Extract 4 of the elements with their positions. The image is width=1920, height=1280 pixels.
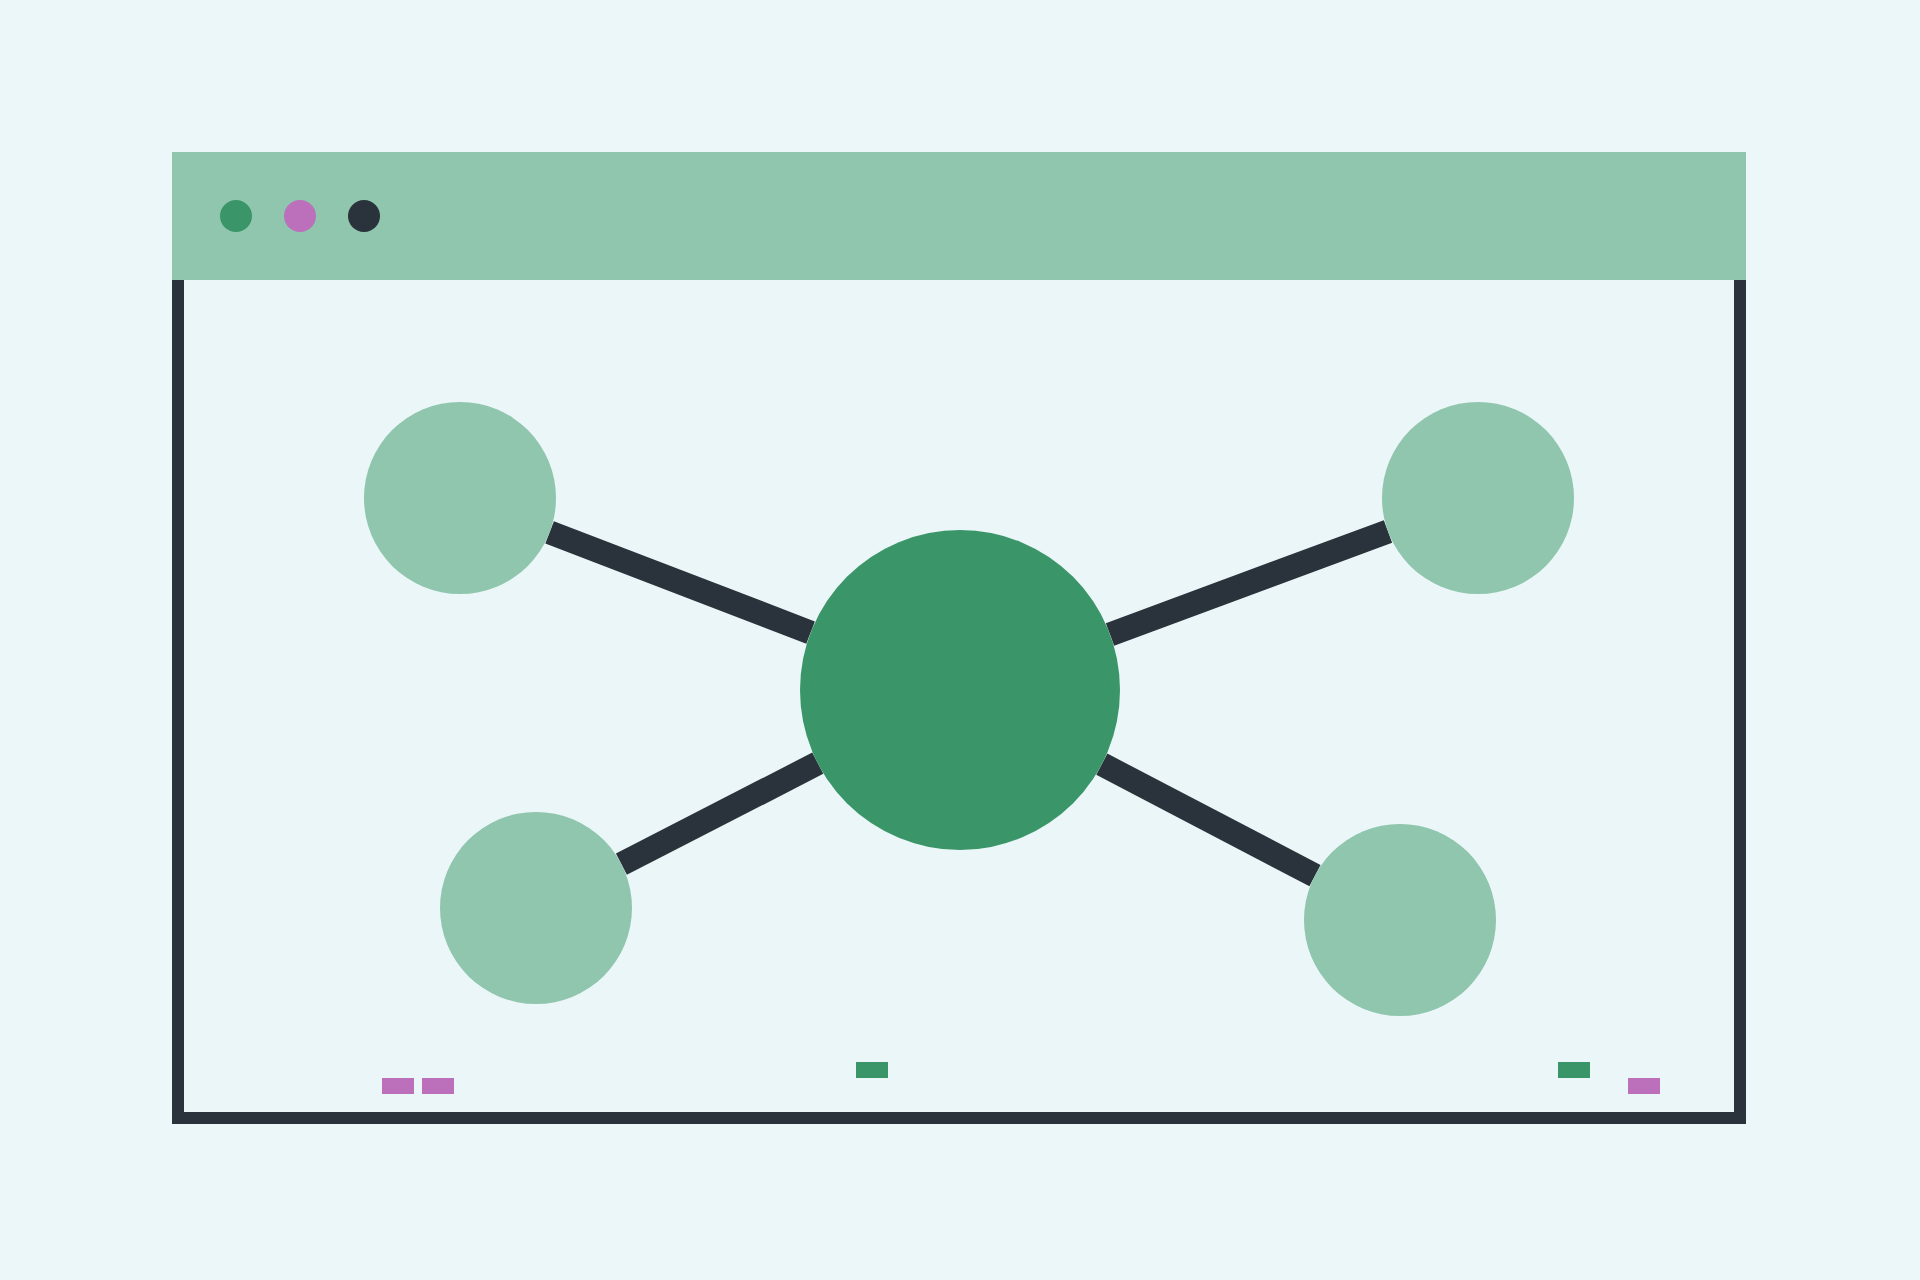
connector-line [545, 521, 815, 644]
connector-line [615, 752, 824, 875]
connector-line [1105, 520, 1393, 646]
connector-line [1096, 753, 1321, 887]
